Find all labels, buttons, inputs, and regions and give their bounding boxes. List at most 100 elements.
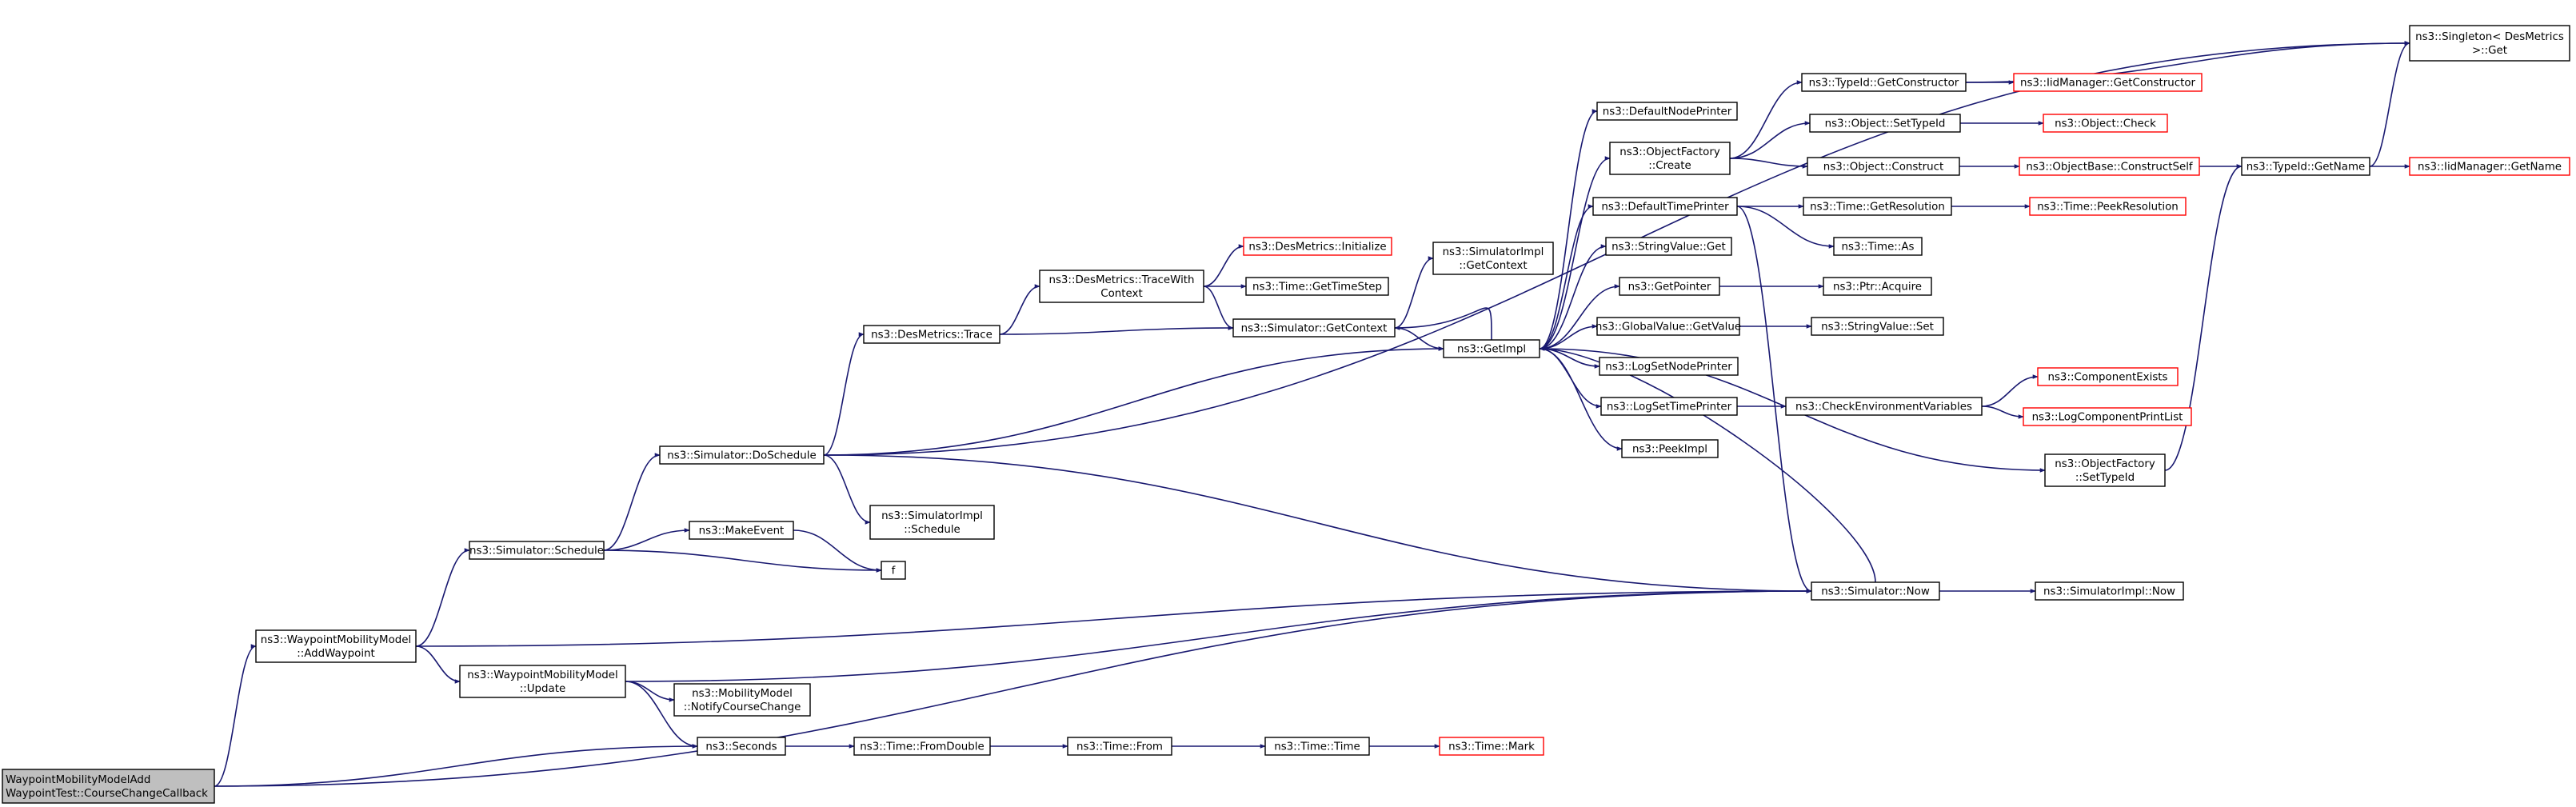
- graph-node-f[interactable]: f: [881, 561, 906, 580]
- node-box: [1439, 737, 1544, 756]
- graph-node-schedule[interactable]: ns3::Simulator::Schedule: [469, 541, 605, 560]
- node-box: [2035, 581, 2184, 601]
- graph-node-ofsettypeid[interactable]: ns3::ObjectFactory::SetTypeId: [2044, 453, 2166, 487]
- node-box: [689, 521, 794, 540]
- node-label: ns3::ObjectFactory: [1619, 146, 1720, 158]
- node-box: [2043, 114, 2168, 133]
- graph-node-root: WaypointMobilityModelAddWaypointTest::Co…: [2, 769, 215, 804]
- graph-node-iidgetctor[interactable]: ns3::IidManager::GetConstructor: [2013, 73, 2203, 92]
- graph-node-objsettypeid[interactable]: ns3::Object::SetTypeId: [1809, 114, 1961, 133]
- graph-node-logcompprint[interactable]: ns3::LogComponentPrintList: [2023, 407, 2192, 426]
- graph-node-dminit[interactable]: ns3::DesMetrics::Initialize: [1243, 237, 1392, 256]
- node-box: [2409, 157, 2570, 176]
- graph-node-objbasecs[interactable]: ns3::ObjectBase::ConstructSelf: [2019, 157, 2200, 176]
- graph-node-timetime[interactable]: ns3::Time::Time: [1264, 737, 1370, 756]
- graph-node-gettimestep[interactable]: ns3::Time::GetTimeStep: [1245, 277, 1389, 296]
- graph-node-deftimeprinter[interactable]: ns3::DefaultTimePrinter: [1592, 197, 1738, 216]
- node-box: [1592, 197, 1738, 216]
- node-box: [1605, 237, 1732, 256]
- call-edge: [1981, 374, 2039, 407]
- node-box: [2029, 197, 2187, 216]
- graph-node-now[interactable]: ns3::Simulator::Now: [1811, 581, 1940, 601]
- graph-node-simimplgetctx[interactable]: ns3::SimulatorImpl::GetContext: [1432, 242, 1554, 275]
- graph-node-mmnotify[interactable]: ns3::MobilityModel::NotifyCourseChange: [673, 683, 811, 717]
- call-edge: [1729, 80, 1803, 159]
- graph-node-makeevent[interactable]: ns3::MakeEvent: [689, 521, 794, 540]
- node-label: ns3::Time::As: [1842, 242, 1915, 254]
- graph-node-checkenv[interactable]: ns3::CheckEnvironmentVariables: [1785, 397, 1983, 416]
- call-edge: [1539, 244, 1607, 350]
- graph-node-iidgetname[interactable]: ns3::IidManager::GetName: [2409, 157, 2570, 176]
- graph-node-strvalget[interactable]: ns3::StringValue::Get: [1605, 237, 1732, 256]
- graph-node-typeidgetctor[interactable]: ns3::TypeId::GetConstructor: [1801, 73, 1967, 92]
- node-label: ns3::Time::Time: [1274, 741, 1360, 753]
- call-edge: [1539, 284, 1620, 350]
- graph-node-simgetctx[interactable]: ns3::Simulator::GetContext: [1232, 318, 1396, 338]
- graph-node-strvalset[interactable]: ns3::StringValue::Set: [1811, 317, 1944, 336]
- graph-node-timeas[interactable]: ns3::Time::As: [1833, 237, 1923, 256]
- call-edge: [2369, 41, 2410, 167]
- graph-node-singleton[interactable]: ns3::Singleton< DesMetrics>::Get: [2409, 25, 2570, 62]
- graph-node-timefromdouble[interactable]: ns3::Time::FromDouble: [853, 737, 991, 756]
- node-label: ns3::ObjectBase::ConstructSelf: [2026, 162, 2193, 174]
- node-box: [1801, 73, 1967, 92]
- node-box: [2409, 25, 2570, 62]
- graph-node-update[interactable]: ns3::WaypointMobilityModel::Update: [459, 665, 626, 698]
- node-box: [2, 769, 215, 804]
- graph-node-objconstruct[interactable]: ns3::Object::Construct: [1807, 157, 1960, 176]
- call-edge: [823, 454, 1812, 593]
- graph-node-ofcreate[interactable]: ns3::ObjectFactory::Create: [1609, 142, 1731, 175]
- node-label: ns3::Time::From: [1076, 741, 1163, 753]
- node-label: ns3::GetImpl: [1457, 344, 1526, 356]
- graph-node-defnodeprinter[interactable]: ns3::DefaultNodePrinter: [1596, 102, 1738, 121]
- call-edge: [1736, 206, 1812, 593]
- graph-node-objcheck[interactable]: ns3::Object::Check: [2043, 114, 2168, 133]
- node-label: ::GetContext: [1459, 260, 1527, 272]
- call-edge: [793, 529, 882, 573]
- node-box: [2044, 453, 2166, 487]
- node-label: ns3::StringValue::Set: [1821, 322, 1934, 334]
- graph-node-getpointer[interactable]: ns3::GetPointer: [1619, 277, 1720, 296]
- graph-node-doschedule[interactable]: ns3::Simulator::DoSchedule: [659, 445, 825, 465]
- node-box: [1599, 357, 1739, 376]
- node-box: [1443, 339, 1540, 358]
- graph-node-seconds[interactable]: ns3::Seconds: [697, 737, 786, 756]
- node-box: [1609, 142, 1731, 175]
- node-box: [2023, 407, 2192, 426]
- graph-node-timefrom[interactable]: ns3::Time::From: [1067, 737, 1172, 756]
- graph-node-addwp[interactable]: ns3::WaypointMobilityModel::AddWaypoint: [255, 629, 417, 663]
- call-edge: [1539, 324, 1598, 350]
- graph-node-logtimeprinter[interactable]: ns3::LogSetTimePrinter: [1600, 397, 1738, 416]
- graph-node-timepeekres[interactable]: ns3::Time::PeekResolution: [2029, 197, 2187, 216]
- graph-node-typeidgetname[interactable]: ns3::TypeId::GetName: [2241, 157, 2370, 176]
- node-label: ns3::WaypointMobilityModel: [467, 669, 617, 681]
- node-label: ns3::DesMetrics::TraceWith: [1048, 274, 1194, 286]
- graph-node-simimplsched[interactable]: ns3::SimulatorImpl::Schedule: [869, 505, 995, 540]
- call-edge: [1203, 286, 1234, 330]
- node-box: [697, 737, 786, 756]
- node-label: ns3::DefaultNodePrinter: [1603, 106, 1732, 118]
- graph-node-compexists[interactable]: ns3::ComponentExists: [2037, 367, 2179, 386]
- node-box: [1600, 397, 1738, 416]
- graph-node-dmtrace[interactable]: ns3::DesMetrics::Trace: [863, 325, 1000, 344]
- graph-node-lognodeprinter[interactable]: ns3::LogSetNodePrinter: [1599, 357, 1739, 376]
- graph-node-gvgetvalue[interactable]: ns3::GlobalValue::GetValue: [1596, 317, 1741, 336]
- graph-node-timemark[interactable]: ns3::Time::Mark: [1439, 737, 1544, 756]
- graph-node-simimplnow[interactable]: ns3::SimulatorImpl::Now: [2035, 581, 2184, 601]
- graph-node-peekimpl[interactable]: ns3::PeekImpl: [1621, 439, 1719, 458]
- node-box: [1264, 737, 1370, 756]
- node-label: ns3::Time::Mark: [1448, 741, 1535, 753]
- graph-node-timegetres[interactable]: ns3::Time::GetResolution: [1803, 197, 1952, 216]
- node-box: [863, 325, 1000, 344]
- node-label: ::SetTypeId: [2075, 472, 2135, 484]
- node-box: [1809, 114, 1961, 133]
- node-label: ns3::LogSetNodePrinter: [1605, 362, 1732, 374]
- node-box: [1621, 439, 1719, 458]
- call-edge: [1539, 204, 1594, 350]
- graph-node-ptracquire[interactable]: ns3::Ptr::Acquire: [1823, 277, 1932, 296]
- node-label: ns3::Time::GetTimeStep: [1252, 282, 1382, 294]
- graph-node-getimpl[interactable]: ns3::GetImpl: [1443, 339, 1540, 358]
- call-edge: [415, 645, 461, 684]
- node-label: ns3::SimulatorImpl: [1443, 246, 1544, 258]
